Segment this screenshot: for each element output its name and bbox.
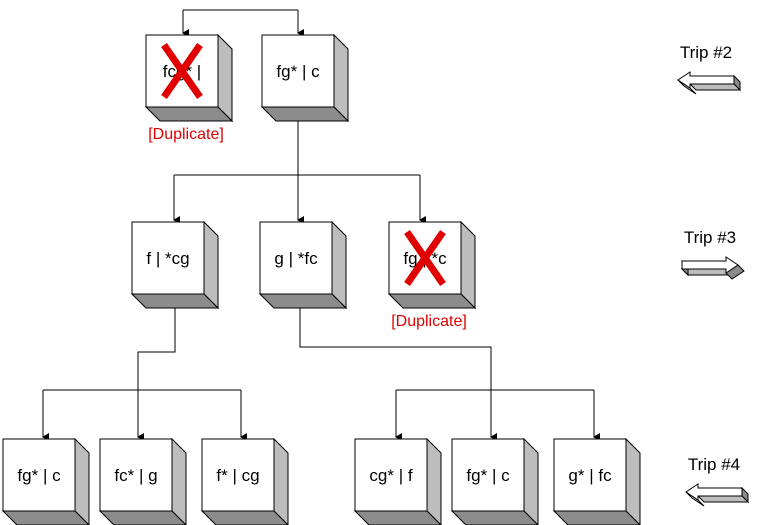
node-label: f* | cg (216, 466, 259, 485)
box-front-face (131, 221, 205, 295)
state-node: fg* | c (450, 437, 539, 525)
duplicate-cross-icon (161, 43, 203, 99)
state-node: g* | fc (552, 437, 641, 525)
box-side-face (333, 33, 349, 123)
box-bottom-face (552, 510, 641, 525)
node-label: f | *cg (146, 249, 189, 268)
state-node: f | *cg (130, 220, 220, 310)
state-node: f* | cg (200, 437, 289, 525)
box-bottom-face (98, 510, 187, 525)
node-label: fc* | g (114, 466, 157, 485)
arrow-right-icon (680, 256, 745, 280)
box-front-face (99, 438, 173, 512)
box-bottom-face (200, 510, 289, 525)
state-node: cg* | f (353, 437, 442, 525)
box-bottom-face (387, 293, 477, 309)
state-node: g | *fc (258, 220, 348, 310)
node-label: g | *fc (274, 249, 318, 268)
node-layer: fcg* |[Duplicate] fg* | c f | *cg g | *fc fg… (1, 33, 641, 525)
edge-n3b-trunk (299, 308, 492, 390)
box-side-face (523, 437, 539, 525)
box-front-face (354, 438, 428, 512)
box-side-face (460, 220, 476, 310)
arrow-left-icon (677, 71, 742, 95)
state-node: fcg* |[Duplicate] (144, 33, 234, 143)
state-node: fg | *c[Duplicate] (387, 220, 477, 330)
box-bottom-face (353, 510, 442, 525)
arrow-left-icon (685, 483, 750, 507)
box-front-face (553, 438, 627, 512)
trip-marker: Trip #2 (677, 43, 742, 95)
box-side-face (171, 437, 187, 525)
box-bottom-face (450, 510, 539, 525)
box-front-face (2, 438, 76, 512)
box-front-face (261, 34, 335, 108)
connector-lines (42, 9, 600, 441)
box-side-face (426, 437, 442, 525)
box-side-face (331, 220, 347, 310)
box-bottom-face (260, 106, 350, 122)
box-front-face (259, 221, 333, 295)
state-node: fc* | g (98, 437, 187, 525)
duplicate-note: [Duplicate] (148, 126, 224, 143)
node-label: fg* | c (466, 466, 510, 485)
box-bottom-face (144, 106, 234, 122)
node-label: fg* | c (17, 466, 61, 485)
trip-layer: Trip #2 Trip #3 Trip #4 (677, 43, 750, 507)
box-side-face (217, 33, 233, 123)
box-bottom-face (258, 293, 348, 309)
node-label: cg* | f (369, 466, 412, 485)
trip-label: Trip #4 (688, 455, 740, 474)
state-node: fg* | c (1, 437, 90, 525)
node-label: fg* | c (276, 62, 320, 81)
state-node: fg* | c (260, 33, 350, 123)
duplicate-note: [Duplicate] (391, 313, 467, 330)
trip-marker: Trip #4 (685, 455, 750, 507)
duplicate-cross-icon (404, 230, 446, 286)
edge-n3a-trunk (137, 308, 176, 390)
box-front-face (451, 438, 525, 512)
box-side-face (625, 437, 641, 525)
box-side-face (74, 437, 90, 525)
trip-label: Trip #2 (680, 43, 732, 62)
box-side-face (203, 220, 219, 310)
trip-label: Trip #3 (684, 228, 736, 247)
box-front-face (201, 438, 275, 512)
box-bottom-face (130, 293, 220, 309)
box-side-face (273, 437, 289, 525)
node-label: g* | fc (568, 466, 612, 485)
box-bottom-face (1, 510, 90, 525)
trip-marker: Trip #3 (680, 228, 745, 280)
